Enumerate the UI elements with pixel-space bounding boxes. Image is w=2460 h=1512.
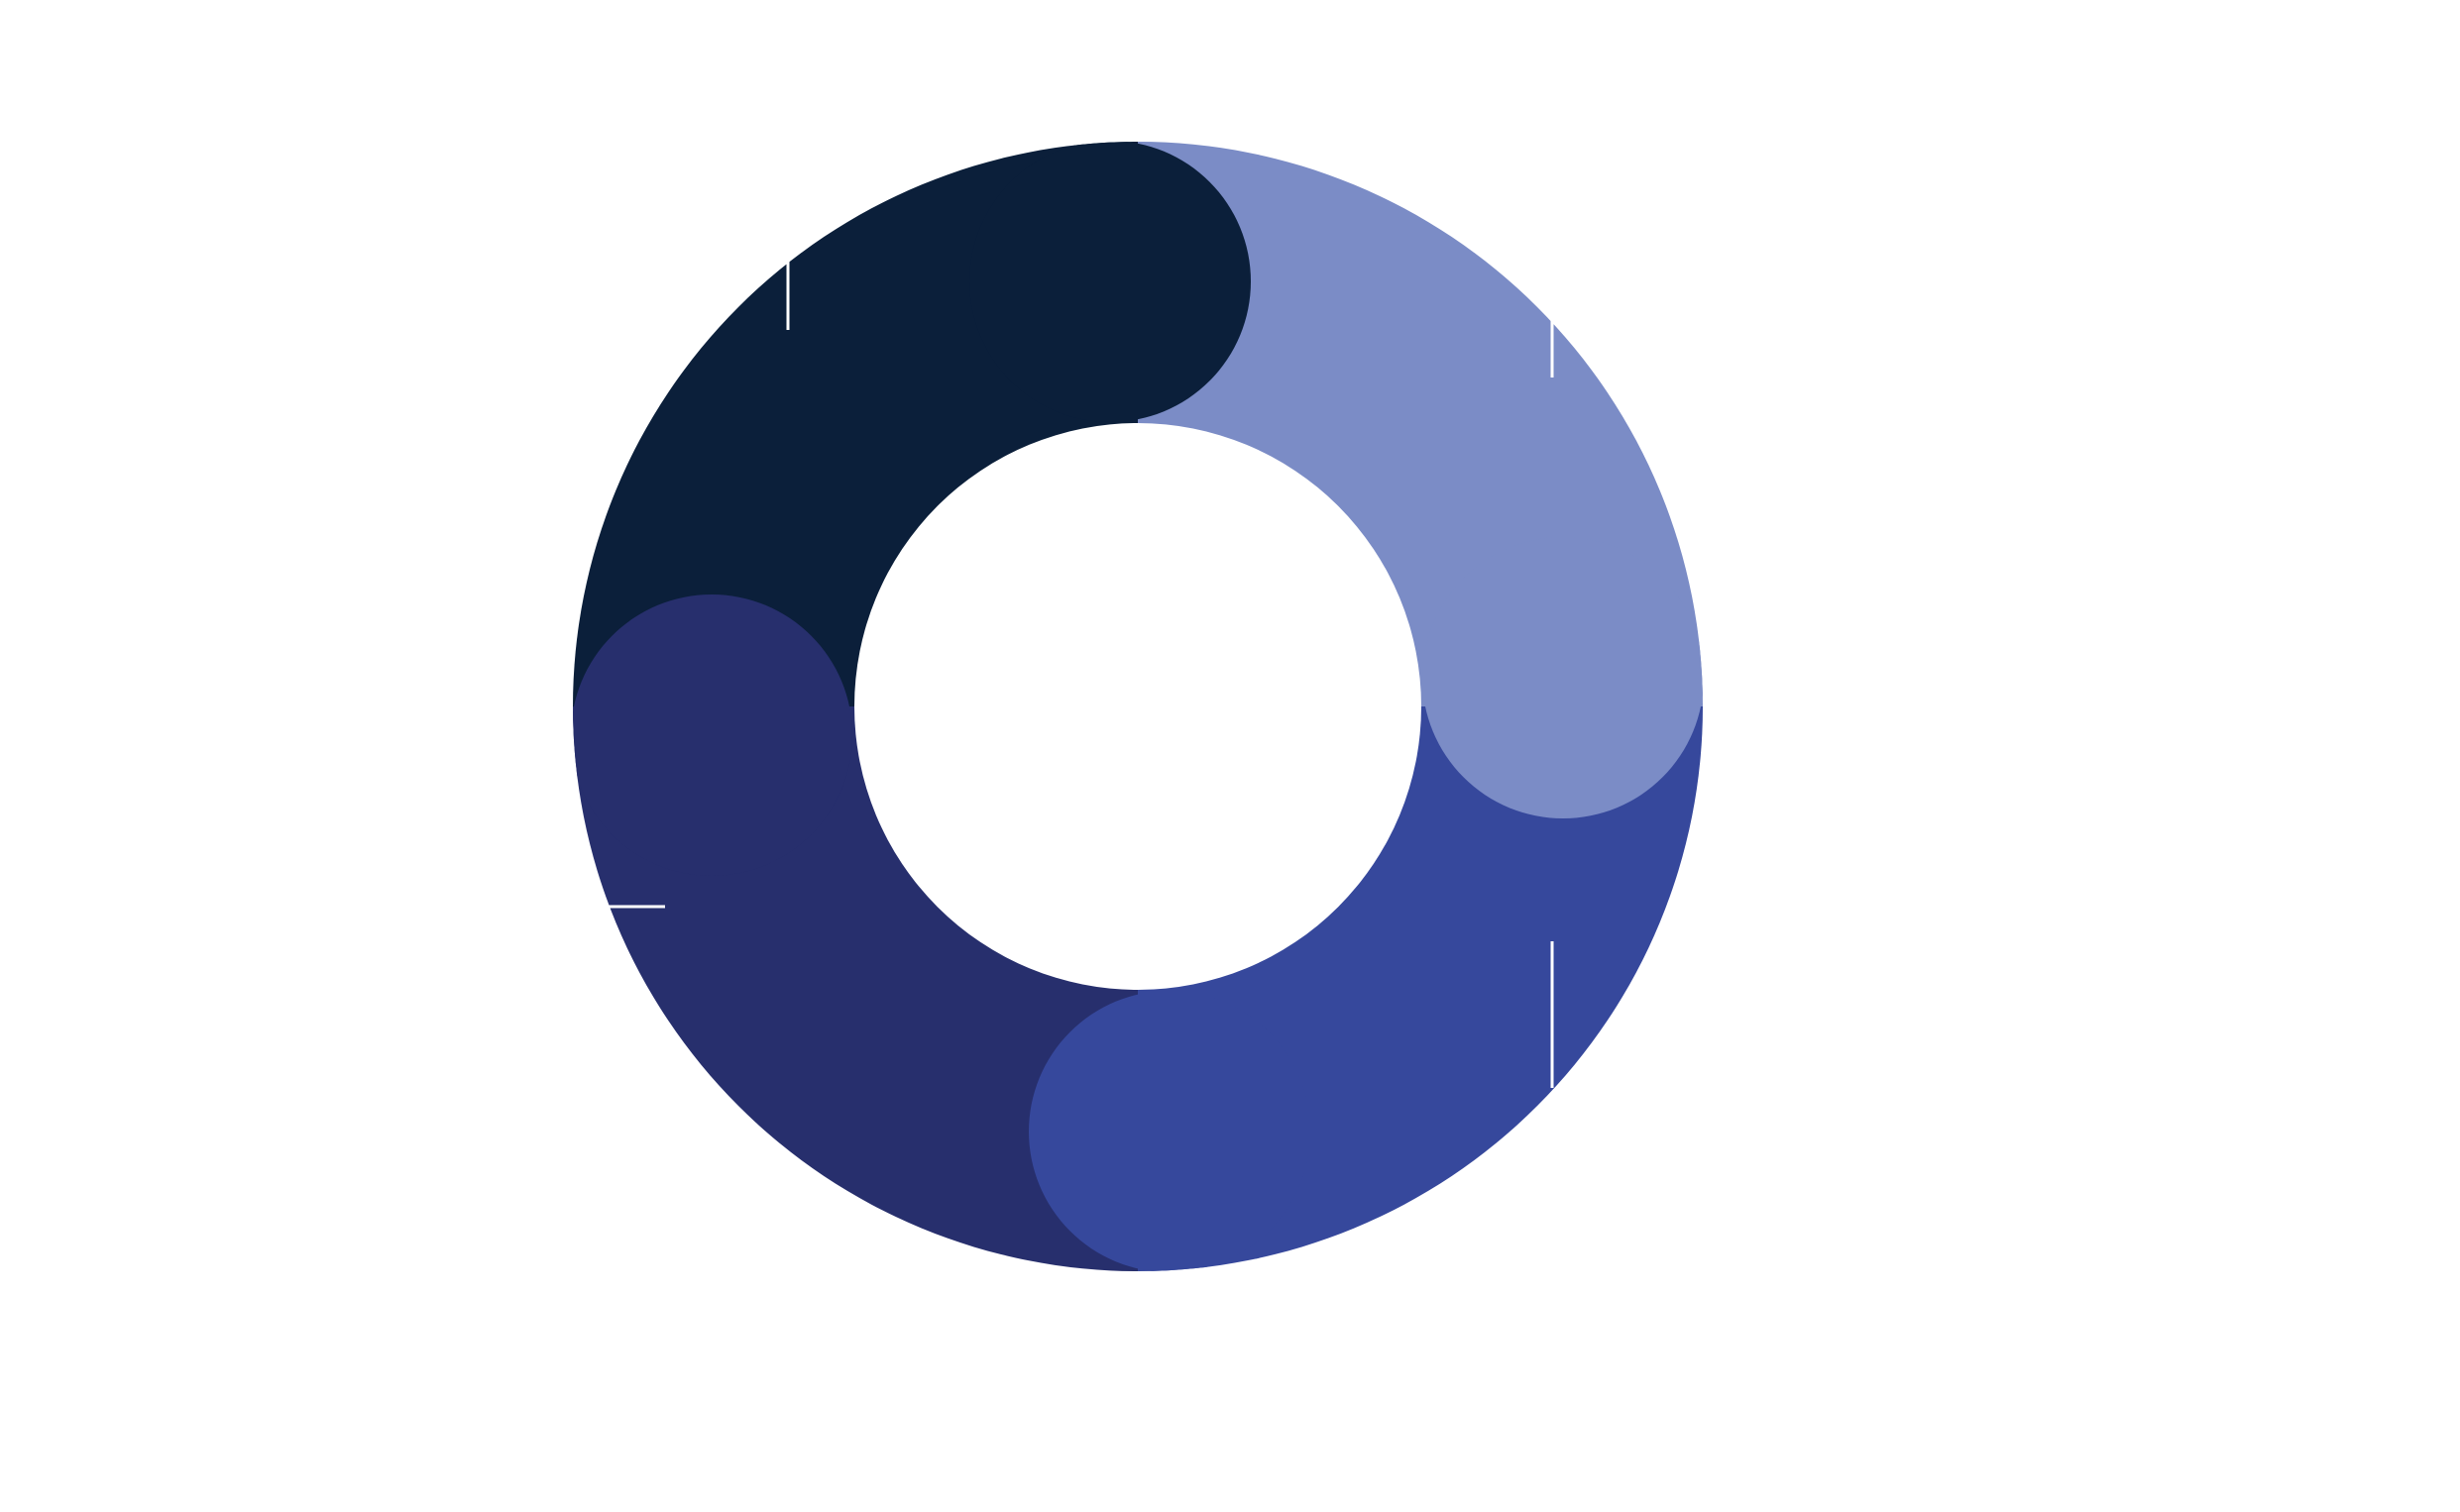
segment-head-bottom-left [573, 594, 852, 876]
segment-head-bottom-right [1029, 991, 1310, 1271]
ring-center-hole [854, 423, 1421, 990]
segment-head-top-right [1422, 537, 1703, 818]
segment-head-top-left [969, 142, 1251, 422]
